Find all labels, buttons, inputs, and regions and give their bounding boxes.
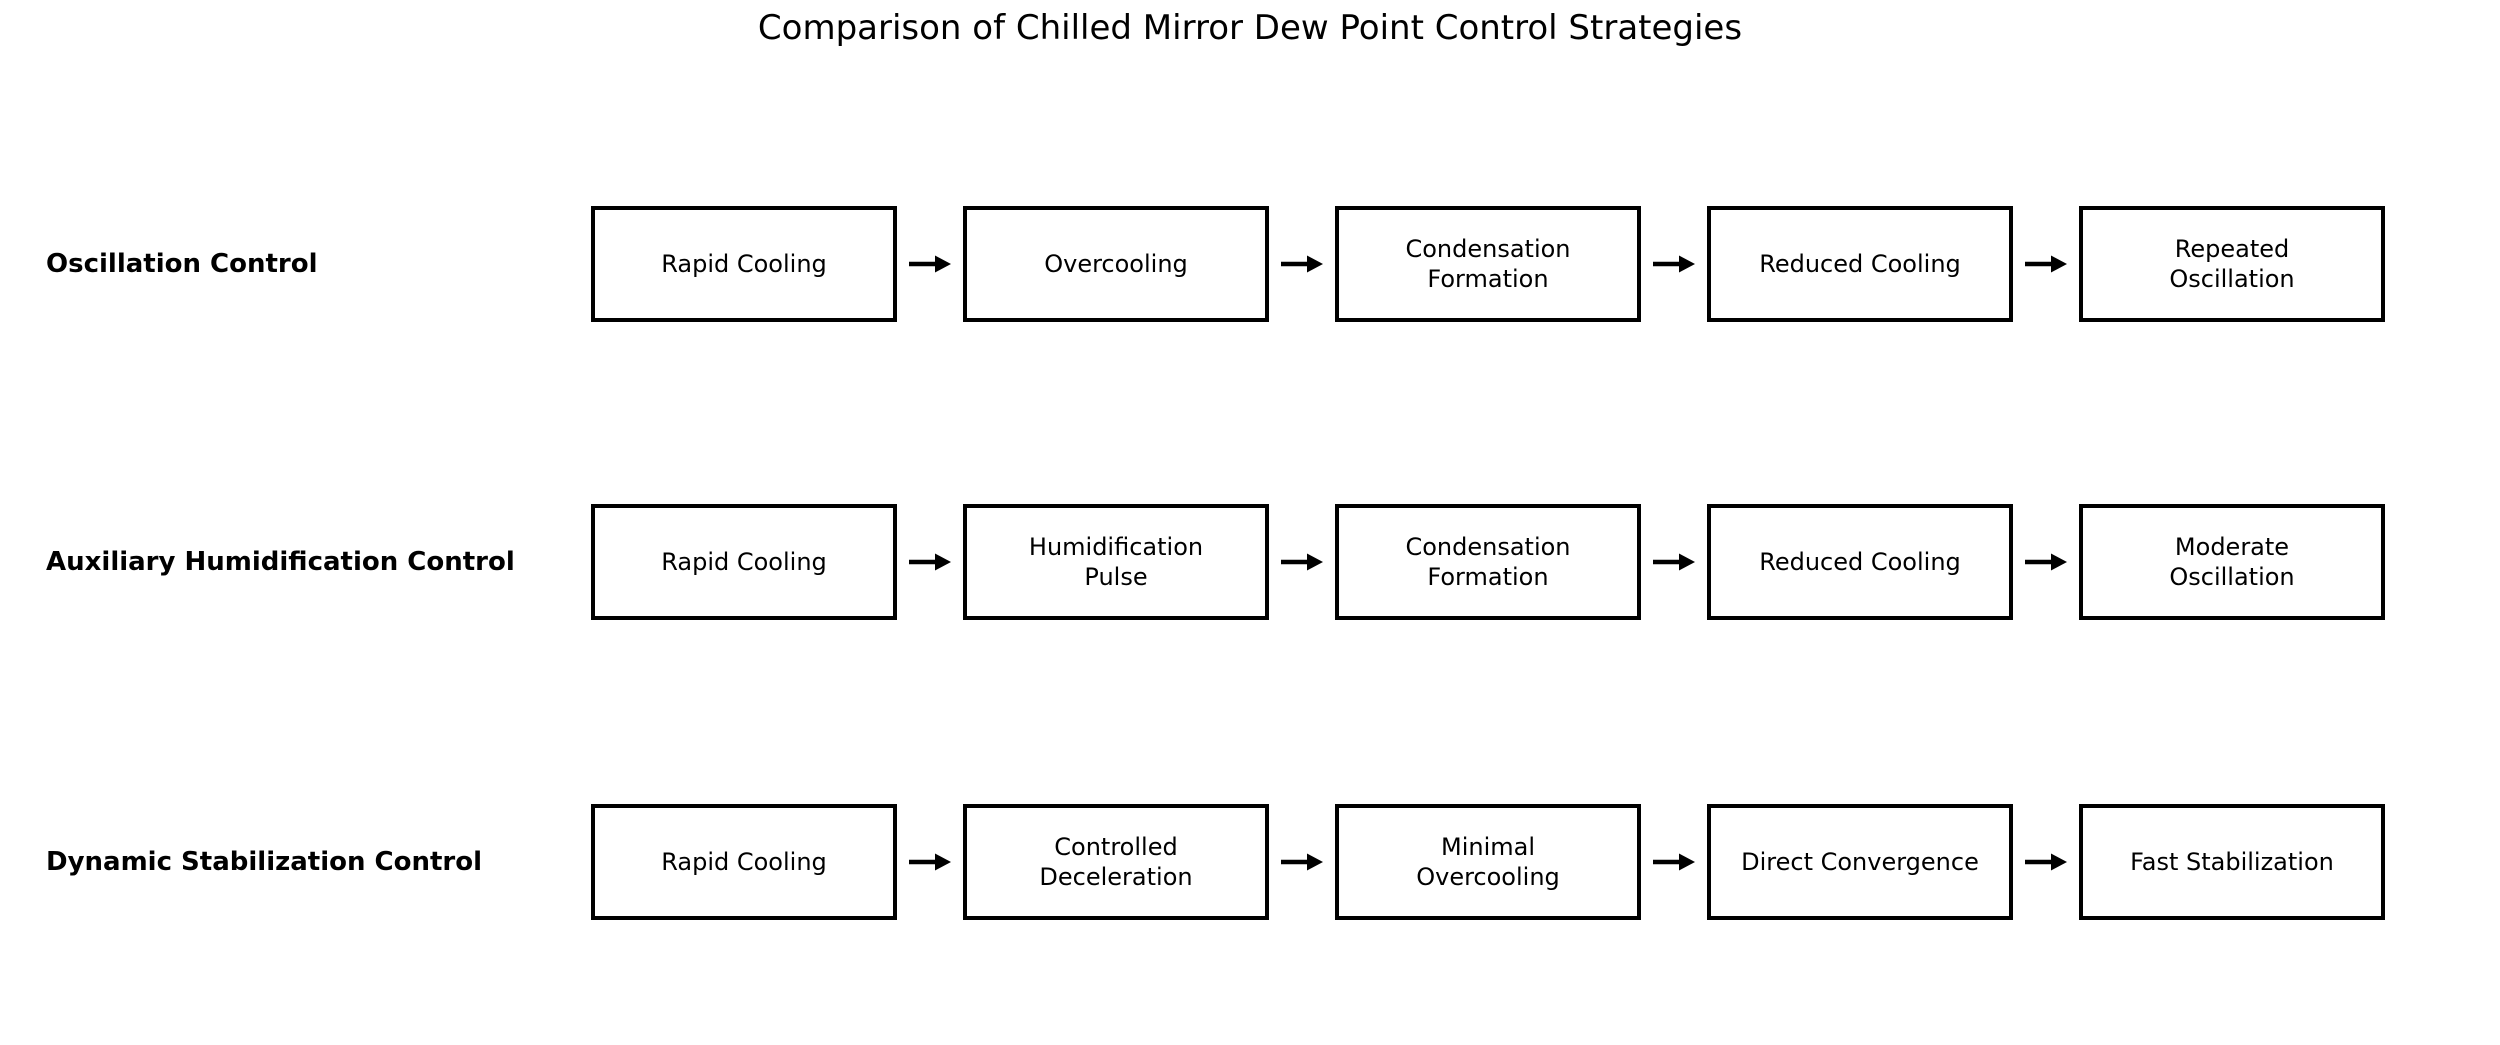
flow-step-box: Humidification Pulse (963, 504, 1269, 620)
flow-step-label: Humidification Pulse (1028, 533, 1204, 591)
arrow-right-icon (2013, 504, 2079, 620)
arrow-right-icon (897, 504, 963, 620)
flow-step-box: Repeated Oscillation (2079, 206, 2385, 322)
flow-step-label: Fast Stabilization (2130, 848, 2334, 876)
flow-step-box: Reduced Cooling (1707, 206, 2013, 322)
arrow-right-icon (897, 804, 963, 920)
flow-step-label: Direct Convergence (1741, 848, 1979, 876)
flow-step-label: Rapid Cooling (661, 250, 827, 278)
flow-step-label: Condensation Formation (1405, 235, 1571, 293)
flow-step-box: Condensation Formation (1335, 504, 1641, 620)
flow-step-label: Rapid Cooling (661, 848, 827, 876)
flow-step-box: Reduced Cooling (1707, 504, 2013, 620)
flow-step-box: Condensation Formation (1335, 206, 1641, 322)
arrow-right-icon (1641, 504, 1707, 620)
flow-step-box: Controlled Deceleration (963, 804, 1269, 920)
arrow-right-icon (897, 206, 963, 322)
flow-step-label: Moderate Oscillation (2169, 533, 2295, 591)
flow-step-box: Rapid Cooling (591, 804, 897, 920)
flow-step-box: Moderate Oscillation (2079, 504, 2385, 620)
flow-step-box: Direct Convergence (1707, 804, 2013, 920)
flow-step-label: Minimal Overcooling (1416, 833, 1560, 891)
arrow-right-icon (1269, 804, 1335, 920)
arrow-right-icon (1641, 804, 1707, 920)
flow-step-label: Condensation Formation (1405, 533, 1571, 591)
flow-step-box: Fast Stabilization (2079, 804, 2385, 920)
flow-sequence: Rapid Cooling Humidification Pulse Conde… (591, 504, 2385, 620)
row-label: Oscillation Control (46, 249, 318, 279)
flow-step-label: Rapid Cooling (661, 548, 827, 576)
strategy-row-auxiliary-humidification-control: Auxiliary Humidification Control Rapid C… (0, 504, 2500, 620)
row-label: Auxiliary Humidification Control (46, 547, 515, 577)
flow-sequence: Rapid Cooling Overcooling Condensation F… (591, 206, 2385, 322)
arrow-right-icon (1269, 206, 1335, 322)
flow-step-box: Minimal Overcooling (1335, 804, 1641, 920)
flow-step-label: Reduced Cooling (1759, 548, 1961, 576)
strategy-row-dynamic-stabilization-control: Dynamic Stabilization Control Rapid Cool… (0, 804, 2500, 920)
flow-step-label: Reduced Cooling (1759, 250, 1961, 278)
flow-step-label: Overcooling (1044, 250, 1188, 278)
flow-step-box: Rapid Cooling (591, 504, 897, 620)
diagram-title: Comparison of Chilled Mirror Dew Point C… (757, 8, 1743, 48)
arrow-right-icon (2013, 206, 2079, 322)
flow-sequence: Rapid Cooling Controlled Deceleration Mi… (591, 804, 2385, 920)
flow-step-box: Rapid Cooling (591, 206, 897, 322)
arrow-right-icon (1269, 504, 1335, 620)
row-label: Dynamic Stabilization Control (46, 847, 483, 877)
flow-step-label: Repeated Oscillation (2169, 235, 2295, 293)
arrow-right-icon (2013, 804, 2079, 920)
strategy-row-oscillation-control: Oscillation Control Rapid Cooling Overco… (0, 206, 2500, 322)
flow-step-label: Controlled Deceleration (1039, 833, 1193, 891)
flow-step-box: Overcooling (963, 206, 1269, 322)
arrow-right-icon (1641, 206, 1707, 322)
